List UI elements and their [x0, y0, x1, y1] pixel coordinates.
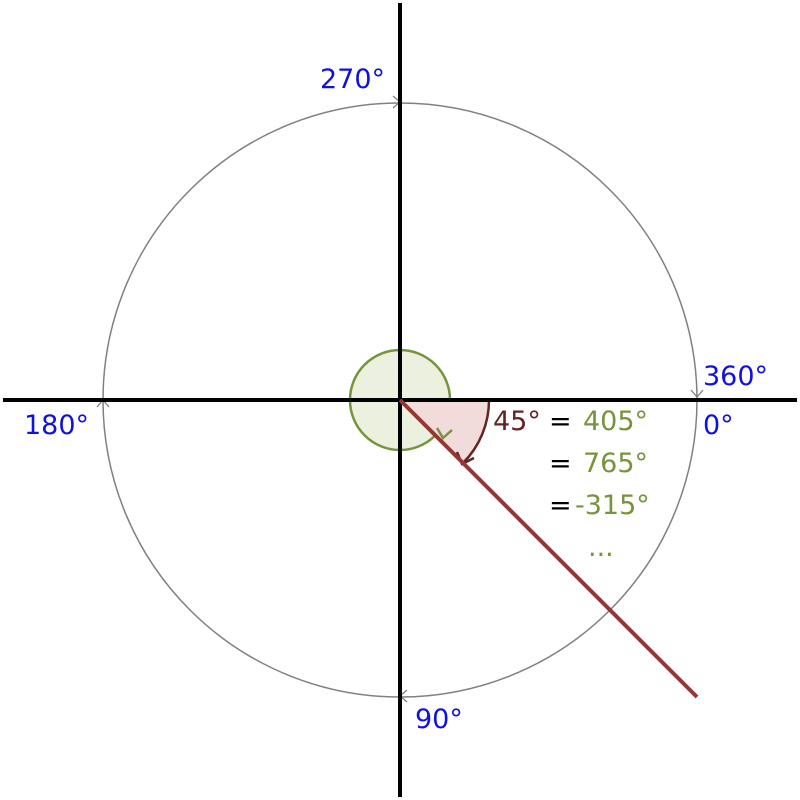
- equals-sign: =: [549, 490, 572, 521]
- angle-arc: [462, 399, 491, 464]
- label-180: 180°: [24, 410, 89, 441]
- label-90: 90°: [415, 704, 463, 735]
- equivalent-angle: 765°: [583, 448, 648, 479]
- main-angle-label: 45°: [493, 406, 541, 437]
- label-360: 360°: [703, 361, 768, 392]
- label-0: 0°: [703, 410, 734, 441]
- equivalent-angle: -315°: [575, 490, 650, 521]
- equals-sign: =: [549, 406, 572, 437]
- angle-wedge: [400, 400, 490, 463]
- circle-arrow-right-icon: [690, 389, 704, 398]
- label-270: 270°: [320, 64, 385, 95]
- ellipsis: ...: [588, 532, 614, 563]
- equals-sign: =: [549, 448, 572, 479]
- angle-ray: [398, 398, 699, 699]
- equivalent-angle: 405°: [583, 406, 648, 437]
- full-turn-arrow-icon: [435, 427, 453, 440]
